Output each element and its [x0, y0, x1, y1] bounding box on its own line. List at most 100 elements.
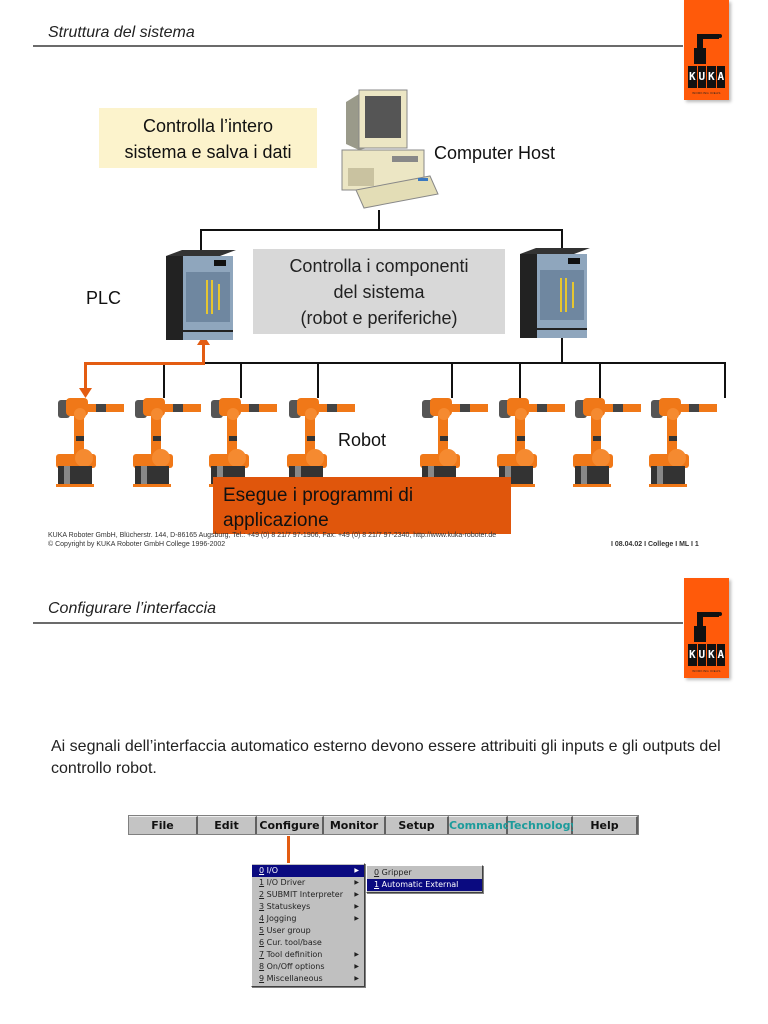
logo-letter: A — [716, 644, 725, 666]
submenu-arrow-icon: ▶ — [354, 963, 359, 970]
arrow-down-segment — [84, 363, 87, 391]
configure-item-submit-interpreter[interactable]: 2 SUBMIT Interpreter▶ — [252, 889, 364, 901]
io-item-automatic-external[interactable]: 1 Automatic External — [367, 879, 482, 891]
menu-item-key: 2 — [259, 890, 265, 899]
footer-address: KUKA Roboter GmbH, Blücherstr. 144, D-86… — [48, 532, 496, 549]
slide-system-structure: Struttura del sistema K U K A WORKING ID… — [33, 0, 729, 549]
robot-link — [240, 362, 242, 398]
logo-letter: U — [697, 66, 706, 88]
plc1-link — [200, 229, 202, 254]
kuka-logo: K U K A WORKING IDEAS — [684, 578, 729, 678]
logo-wordmark: K U K A — [688, 66, 725, 88]
menu-item-key: 1 — [259, 878, 265, 887]
plc-callout-line: del sistema — [333, 282, 425, 302]
robot-callout-line: applicazione — [223, 510, 329, 531]
menu-item-label: User group — [264, 926, 311, 935]
menu-item-label: Statuskeys — [264, 902, 311, 911]
menu-configure[interactable]: Configure — [257, 816, 324, 834]
menu-item-label: Miscellaneous — [264, 974, 323, 983]
kuka-robot-icon — [56, 398, 124, 487]
arrow-up-icon — [197, 335, 210, 345]
menu-help[interactable]: Help — [573, 816, 638, 834]
robot-callout: Esegue i programmi di applicazione — [213, 477, 511, 534]
robot-link — [317, 362, 319, 398]
menu-item-label: Jogging — [264, 914, 297, 923]
plc-callout-line: (robot e periferiche) — [300, 308, 458, 328]
logo-letter: K — [707, 644, 716, 666]
robot-link — [451, 362, 453, 398]
kuka-robot-icon — [133, 398, 201, 487]
menu-item-key: 9 — [259, 974, 265, 983]
configure-item-on-off-options[interactable]: 8 On/Off options▶ — [252, 961, 364, 973]
slide-title: Configurare l’interfaccia — [48, 600, 217, 617]
title-rule — [33, 45, 683, 47]
configure-item-jogging[interactable]: 4 Jogging ▶ — [252, 913, 364, 925]
configure-menu: 0 I/O▶1 I/O Driver▶2 SUBMIT Interpreter▶… — [251, 863, 365, 987]
menu-item-key: 7 — [259, 950, 265, 959]
logo-wordmark: K U K A — [688, 644, 725, 666]
configure-item-tool-definition[interactable]: 7 Tool definition ▶ — [252, 949, 364, 961]
footer-copyright: © Copyright by KUKA Roboter GmbH College… — [48, 540, 226, 548]
submenu-arrow-icon: ▶ — [354, 975, 359, 982]
robot-link — [599, 362, 601, 398]
slide-title: Struttura del sistema — [48, 24, 195, 41]
kuka-logo: K U K A WORKING IDEAS — [684, 0, 729, 100]
plc-cabinet-icon — [166, 250, 236, 340]
plc2-bus-link — [561, 335, 563, 363]
kuka-robot-icon — [573, 398, 641, 487]
menu-item-label: Tool definition — [264, 950, 323, 959]
robot-callout-line: Esegue i programmi di — [223, 485, 414, 506]
menu-setup[interactable]: Setup — [386, 816, 449, 834]
submenu-arrow-icon: ▶ — [354, 879, 359, 886]
submenu-arrow-icon: ▶ — [354, 891, 359, 898]
menu-item-label: Cur. tool/base — [264, 938, 322, 947]
plc-cabinet-icon — [520, 248, 590, 338]
menu-monitor[interactable]: Monitor — [324, 816, 386, 834]
menu-item-label: Gripper — [379, 868, 412, 877]
configure-item-cur-tool-base[interactable]: 6 Cur. tool/base — [252, 937, 364, 949]
configure-item-i-o[interactable]: 0 I/O▶ — [252, 865, 364, 877]
footer-ref: I 08.04.02 I College I ML I 1 — [611, 541, 699, 548]
menu-item-label: I/O Driver — [264, 878, 306, 887]
menu-pointer-line — [287, 836, 290, 864]
plc-callout: Controlla i componenti del sistema (robo… — [253, 249, 505, 334]
logo-letter: K — [688, 66, 697, 88]
logo-robot-icon — [694, 34, 722, 64]
submenu-arrow-icon: ▶ — [354, 915, 359, 922]
io-item-gripper[interactable]: 0 Gripper — [367, 867, 482, 879]
logo-letter: U — [697, 644, 706, 666]
menu-item-label: I/O — [264, 866, 278, 875]
configure-item-statuskeys[interactable]: 3 Statuskeys▶ — [252, 901, 364, 913]
logo-letter: K — [707, 66, 716, 88]
host-link — [378, 210, 380, 230]
robot-label: Robot — [338, 430, 387, 450]
menu-item-key: 4 — [259, 914, 265, 923]
submenu-arrow-icon: ▶ — [354, 951, 359, 958]
menu-file[interactable]: File — [129, 816, 198, 834]
slide-configure-interface: Configurare l’interfaccia K U K A WORKIN… — [0, 570, 768, 1024]
submenu-arrow-icon: ▶ — [354, 867, 359, 874]
submenu-arrow-icon: ▶ — [354, 903, 359, 910]
host-bus — [200, 229, 562, 231]
menu-item-key: 5 — [259, 926, 265, 935]
logo-tagline: WORKING IDEAS — [692, 91, 721, 95]
computer-host-icon — [341, 89, 439, 209]
menu-item-label: Automatic External — [379, 880, 459, 889]
host-callout-line: sistema e salva i dati — [124, 142, 292, 162]
configure-item-user-group[interactable]: 5 User group — [252, 925, 364, 937]
logo-tagline: WORKING IDEAS — [692, 669, 721, 673]
logo-robot-icon — [694, 612, 722, 642]
arrow-down-icon — [79, 388, 92, 398]
menu-item-key: 1 — [374, 880, 380, 889]
host-callout-line: Controlla l’intero — [142, 116, 274, 136]
robot-bus — [200, 362, 725, 364]
configure-item-miscellaneous[interactable]: 9 Miscellaneous ▶ — [252, 973, 364, 985]
arrow-horizontal-segment — [84, 362, 205, 365]
menu-item-label: On/Off options — [264, 962, 325, 971]
robot-link — [163, 362, 165, 398]
menu-commands[interactable]: Commands — [449, 816, 517, 834]
menu-edit[interactable]: Edit — [198, 816, 257, 834]
menu-technology[interactable]: Technology — [508, 816, 578, 834]
configure-item-i-o-driver[interactable]: 1 I/O Driver ▶ — [252, 877, 364, 889]
